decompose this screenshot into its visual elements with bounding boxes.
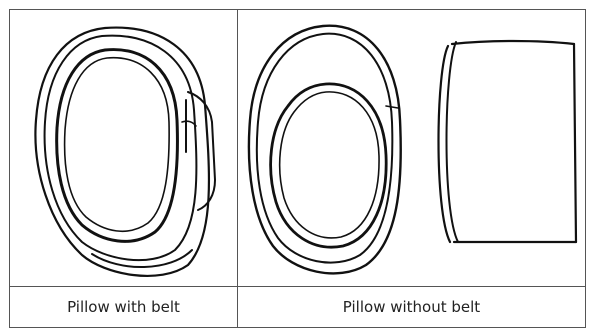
caption-row: Pillow with belt Pillow without belt bbox=[10, 287, 586, 328]
pillow-with-belt-cell bbox=[10, 10, 238, 287]
pillow-without-belt-cell bbox=[238, 10, 586, 287]
pillow-comparison-table: Pillow with belt Pillow without belt bbox=[9, 9, 586, 328]
pillow-with-belt-drawing bbox=[10, 10, 238, 286]
caption-with-belt: Pillow with belt bbox=[10, 287, 238, 328]
caption-without-belt: Pillow without belt bbox=[238, 287, 586, 328]
pillow-without-belt-drawing bbox=[238, 10, 587, 286]
image-row bbox=[10, 10, 586, 287]
